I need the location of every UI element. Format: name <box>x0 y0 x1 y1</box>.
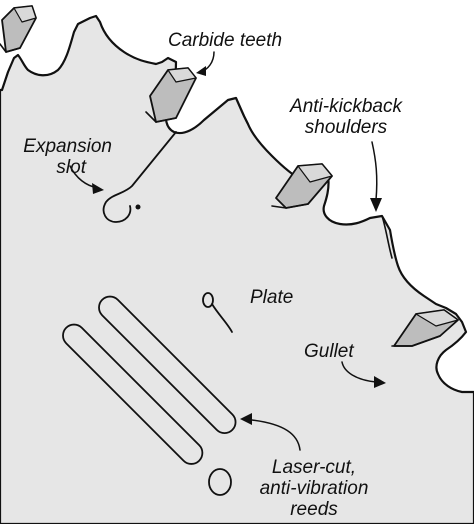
carbide-tooth-1-edge <box>0 43 21 53</box>
blade-plate <box>0 14 474 524</box>
label-expansion-slot: Expansion slot <box>14 136 112 178</box>
arrowhead-gullet <box>374 376 386 388</box>
arrowhead-carbide-teeth <box>196 66 206 76</box>
carbide-tooth-1-face <box>13 5 37 23</box>
arrowhead-anti-kickback <box>370 198 382 212</box>
shoulder-edge-1 <box>235 97 251 129</box>
leader-anti-kickback <box>371 141 378 201</box>
leader-gullet <box>341 361 377 383</box>
plate-hole-curl <box>211 303 233 333</box>
carbide-tooth-2-edge <box>145 111 177 123</box>
carbide-tooth-2-face <box>167 67 197 83</box>
leader-reeds <box>251 419 301 451</box>
carbide-tooth-4-edge <box>391 335 441 347</box>
reed-lower <box>62 323 204 465</box>
arrowhead-reeds <box>240 413 252 425</box>
label-reeds-line1: Laser-cut, <box>271 457 357 478</box>
carbide-tooth-4-face <box>415 309 459 327</box>
expansion-slot <box>102 131 177 223</box>
shoulder-edge-2 <box>381 215 393 259</box>
label-reeds-line2: anti-vibration <box>259 478 369 499</box>
plate-hole <box>202 292 214 308</box>
carbide-tooth-3-edge <box>271 203 309 209</box>
label-expansion-line2: slot <box>56 157 86 178</box>
bottom-hole <box>208 468 232 496</box>
label-carbide-teeth: Carbide teeth <box>168 30 283 51</box>
arrowhead-expansion-slot <box>92 183 104 194</box>
label-reeds: Laser-cut, anti-vibration reeds <box>248 457 380 520</box>
label-anti-kickback: Anti-kickback shoulders <box>280 96 412 138</box>
reed-upper <box>98 295 237 435</box>
label-anti-kickback-line2: shoulders <box>304 117 388 138</box>
label-gullet: Gullet <box>304 341 354 362</box>
label-expansion-line1: Expansion <box>23 136 112 157</box>
label-anti-kickback-line1: Anti-kickback <box>290 96 402 117</box>
label-plate: Plate <box>250 287 294 308</box>
carbide-tooth-3-face <box>297 163 333 183</box>
expansion-slot-end <box>135 204 141 210</box>
label-reeds-line3: reeds <box>290 499 338 520</box>
